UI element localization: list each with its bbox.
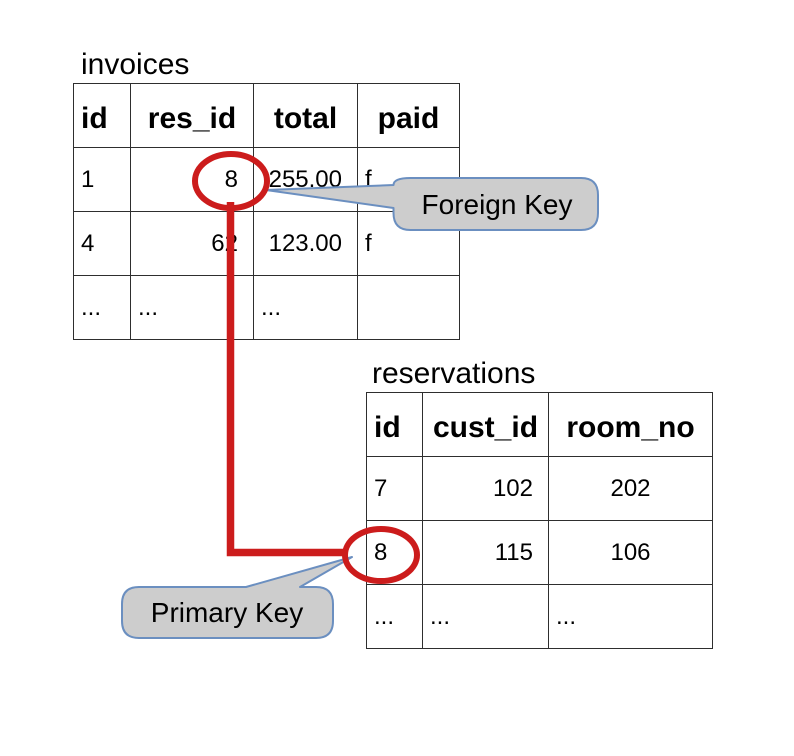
cell-invoice-total: 255.00: [253, 147, 358, 212]
cell-reservation-cust-id: ...: [422, 584, 549, 649]
cell-invoice-paid: f: [357, 147, 460, 212]
primary-key-callout-bubble: [121, 556, 353, 639]
cell-reservation-id: 8: [366, 520, 423, 585]
invoices-header-total: total: [253, 83, 358, 148]
invoices-header-paid: paid: [357, 83, 460, 148]
cell-invoice-total: ...: [253, 275, 358, 340]
cell-reservation-id: ...: [366, 584, 423, 649]
cell-reservation-room-no: ...: [548, 584, 713, 649]
cell-reservation-room-no: 202: [548, 456, 713, 521]
cell-invoice-res-id: ...: [130, 275, 254, 340]
reservations-table-title: reservations: [372, 357, 536, 390]
invoices-header-row: id res_id total paid: [73, 83, 460, 148]
cell-invoice-res-id: 8: [130, 147, 254, 212]
table-row: 8 115 106: [366, 520, 713, 585]
cell-invoice-id: 1: [73, 147, 131, 212]
table-row: ... ... ...: [366, 584, 713, 649]
cell-invoice-paid: [357, 275, 460, 340]
primary-key-callout-label: Primary Key: [151, 597, 303, 628]
reservations-header-room-no: room_no: [548, 392, 713, 457]
cell-reservation-cust-id: 115: [422, 520, 549, 585]
invoices-table-title: invoices: [81, 48, 190, 81]
table-row: 1 8 255.00 f: [73, 147, 460, 212]
cell-reservation-cust-id: 102: [422, 456, 549, 521]
reservations-header-row: id cust_id room_no: [366, 392, 713, 457]
invoices-header-id: id: [73, 83, 131, 148]
cell-reservation-room-no: 106: [548, 520, 713, 585]
cell-invoice-res-id: 62: [130, 211, 254, 276]
cell-invoice-paid: f: [357, 211, 460, 276]
table-row: 4 62 123.00 f: [73, 211, 460, 276]
reservations-header-cust-id: cust_id: [422, 392, 549, 457]
invoices-table: id res_id total paid 1 8 255.00 f 4 62 1…: [73, 83, 460, 340]
cell-invoice-id: ...: [73, 275, 131, 340]
cell-invoice-total: 123.00: [253, 211, 358, 276]
table-row: 7 102 202: [366, 456, 713, 521]
reservations-table: id cust_id room_no 7 102 202 8 115 106 .…: [366, 392, 713, 649]
cell-reservation-id: 7: [366, 456, 423, 521]
reservations-header-id: id: [366, 392, 423, 457]
invoices-header-res-id: res_id: [130, 83, 254, 148]
table-row: ... ... ...: [73, 275, 460, 340]
cell-invoice-id: 4: [73, 211, 131, 276]
